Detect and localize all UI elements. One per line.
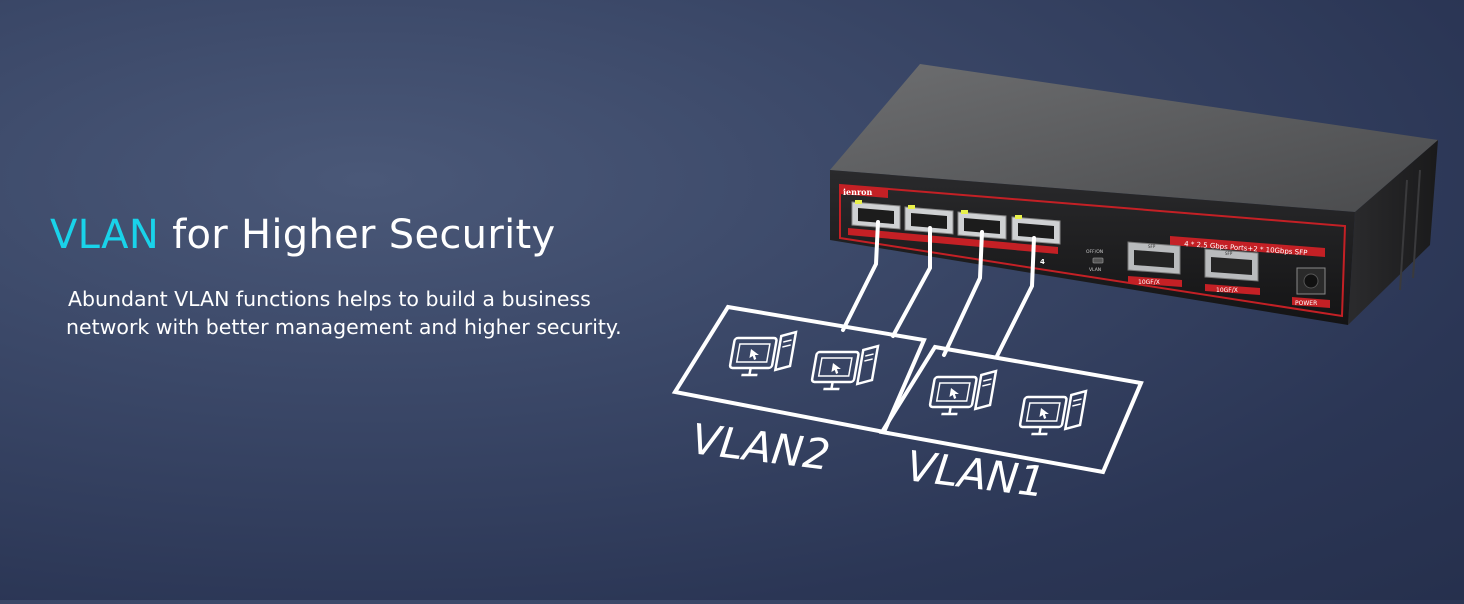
computer-icon <box>809 344 880 391</box>
sfp-label-plate-1 <box>1128 276 1182 287</box>
vlan-switch-label-top: OFF/ON <box>1086 249 1103 255</box>
link-led <box>855 200 862 204</box>
power-jack[interactable] <box>1296 267 1326 295</box>
description: Abundant VLAN functions helps to build a… <box>66 285 768 341</box>
headline-accent: VLAN <box>50 212 160 258</box>
port-bar <box>848 228 1058 254</box>
spec-plate <box>1170 236 1325 257</box>
switch-top-panel <box>830 64 1438 212</box>
cable-port-2 <box>891 226 932 338</box>
power-label: POWER <box>1295 300 1317 307</box>
ethernet-cables <box>841 220 1036 358</box>
cable-port-3 <box>942 230 984 357</box>
sfp-port-2-label: 10GF/X <box>1216 287 1238 294</box>
port-number: 4 <box>1040 258 1045 266</box>
brand-plate <box>840 185 888 198</box>
brand-label: ienron <box>843 187 872 197</box>
sfp-port-2[interactable]: SFP <box>1204 248 1259 282</box>
link-led <box>961 210 968 214</box>
cable-port-1 <box>841 220 880 332</box>
switch-side-panel <box>1348 140 1438 325</box>
front-trim <box>839 183 1347 318</box>
link-led <box>1015 215 1022 219</box>
vlan2-label: VLAN2 <box>689 414 833 480</box>
network-switch: ienron 4 * 2.5 Gbps Ports+2 * 10Gbps SFP… <box>830 64 1438 325</box>
sfp-tag: SFP <box>1225 251 1233 256</box>
headline-rest: for Higher Security <box>159 212 556 258</box>
rj45-port-4[interactable] <box>1011 215 1061 245</box>
vlan-switch-label-bottom: VLAN <box>1089 267 1101 273</box>
sfp-port-1-label: 10GF/X <box>1138 279 1160 286</box>
description-line-1: Abundant VLAN functions helps to build a… <box>68 287 591 311</box>
rj45-port-3[interactable] <box>957 210 1007 240</box>
computer-icon <box>1017 389 1088 436</box>
vlan1-label: VLAN1 <box>904 441 1048 507</box>
vlan-toggle-switch[interactable] <box>1092 257 1104 264</box>
link-led <box>908 205 915 209</box>
power-label-plate <box>1292 297 1330 308</box>
sfp-tag: SFP <box>1148 244 1156 249</box>
headline: VLAN for Higher Security <box>50 212 555 258</box>
computer-icon <box>927 369 998 416</box>
cable-port-4 <box>995 236 1036 358</box>
rj45-port-1[interactable] <box>851 200 901 230</box>
rj45-port-2[interactable] <box>904 205 954 235</box>
sfp-port-1[interactable]: SFP <box>1127 241 1181 275</box>
sfp-label-plate-2 <box>1205 284 1260 295</box>
description-line-2: network with better management and highe… <box>66 315 622 339</box>
vlan1-frame <box>878 344 1144 475</box>
vlan1-group: VLAN1 <box>878 344 1144 507</box>
